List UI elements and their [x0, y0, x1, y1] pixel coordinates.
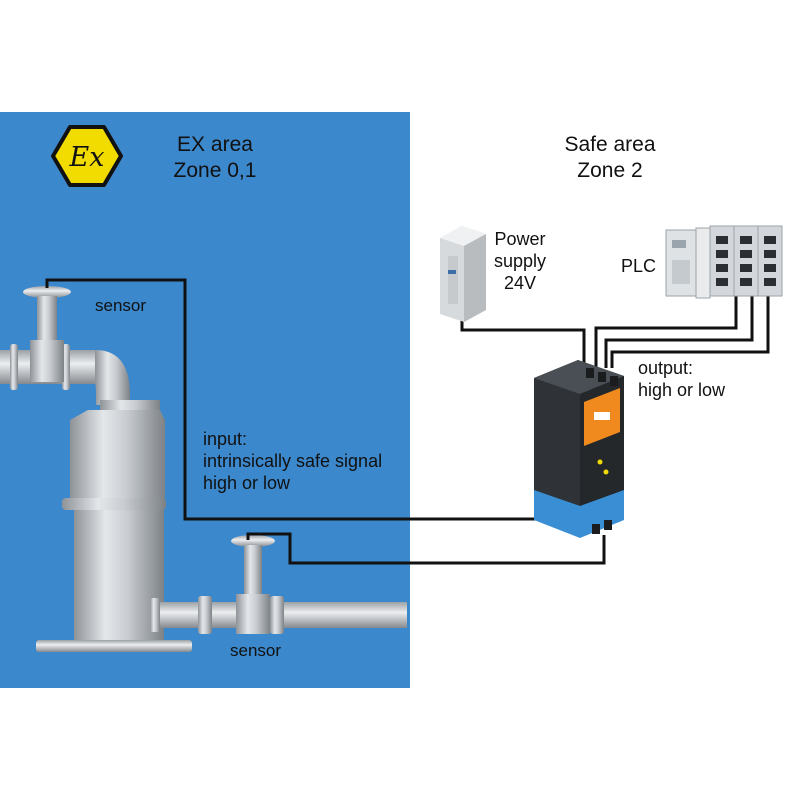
ex-area-zone	[0, 112, 410, 688]
power-supply-label-line2: supply	[493, 251, 547, 271]
sensor-bottom-label: sensor	[230, 641, 282, 660]
input-label-line1: input:	[203, 429, 248, 449]
safe-area-title: Safe area Zone 2	[540, 132, 680, 184]
input-label-line3: high or low	[203, 473, 291, 493]
plc-rack-icon	[665, 225, 783, 299]
power-supply-label-line3: 24V	[503, 273, 537, 293]
sensor-bottom-icon	[231, 535, 275, 634]
signal-isolator-module-icon	[534, 360, 624, 538]
safe-area-title-line2: Zone 2	[577, 159, 643, 182]
input-label: input: intrinsically safe signal high or…	[203, 428, 382, 494]
explosion-protection-hazard-icon: Ex	[51, 125, 123, 187]
output-label: output: high or low	[638, 357, 725, 401]
signal-wiring	[45, 278, 770, 565]
input-label-line2: intrinsically safe signal	[203, 451, 383, 471]
safe-area-title-line1: Safe area	[564, 133, 656, 156]
sensor-top-label: sensor	[95, 296, 147, 315]
vessel-pipe-icon	[0, 344, 407, 652]
power-supply-label: Power supply 24V	[488, 228, 552, 294]
output-label-line2: high or low	[638, 380, 726, 400]
din-rail-power-supply-icon	[440, 226, 486, 322]
sensor-top-icon	[23, 286, 71, 382]
ex-area-title-line1: EX area	[177, 133, 253, 156]
ex-area-title: EX area Zone 0,1	[150, 132, 280, 184]
plc-label: PLC	[621, 256, 657, 276]
output-label-line1: output:	[638, 358, 694, 378]
power-supply-label-line1: Power	[494, 229, 546, 249]
ex-area-title-line2: Zone 0,1	[173, 159, 257, 182]
ex-symbol-text: Ex	[69, 142, 105, 173]
